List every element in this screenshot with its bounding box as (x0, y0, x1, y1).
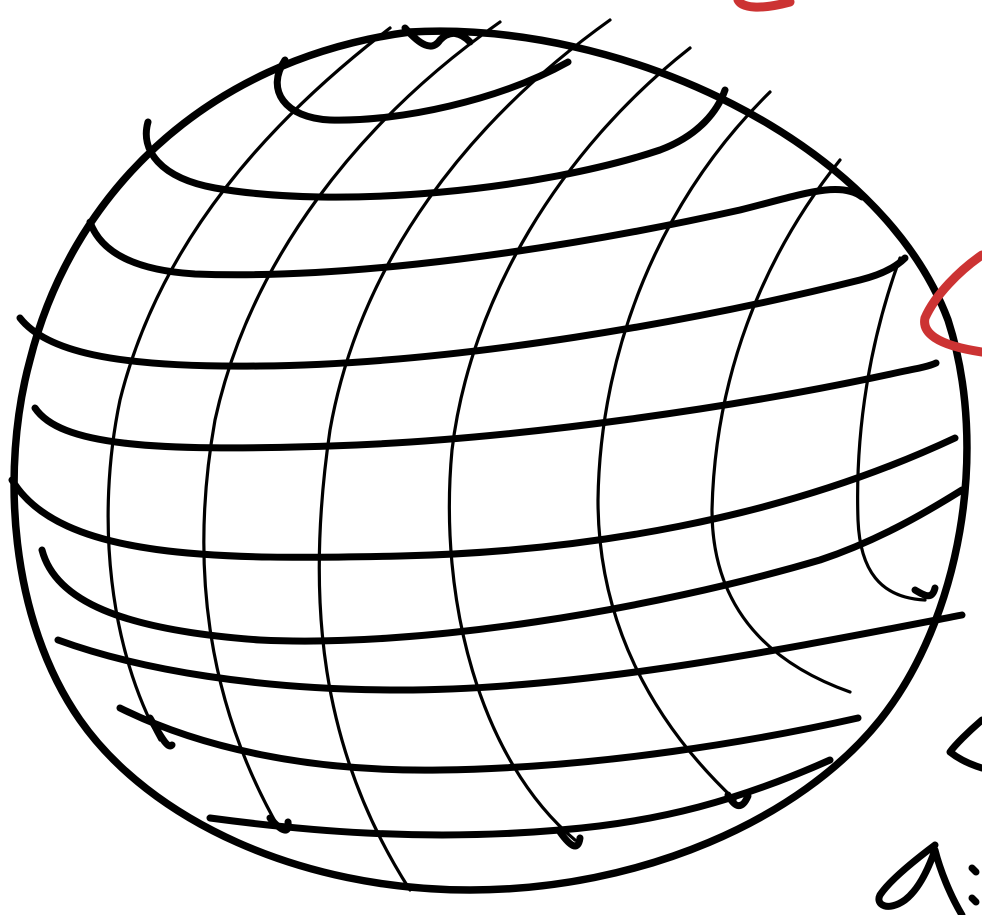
latitude-line (12, 438, 955, 557)
latitude-line (210, 760, 830, 835)
latitude-line (90, 189, 862, 274)
partial-alpha-glyph (879, 845, 962, 915)
partial-colon-glyph (972, 868, 976, 902)
partial-glyphs (879, 720, 982, 915)
red-top-fragment (738, 0, 790, 7)
longitude-line (598, 92, 770, 800)
longitude-line (858, 258, 925, 600)
latitude-line (42, 490, 962, 641)
longitude-line (712, 160, 850, 692)
partial-angle-glyph (950, 720, 982, 768)
latitude-line (35, 363, 936, 448)
latitude-lines (12, 60, 962, 835)
latitude-line (20, 258, 905, 366)
pen-flick (915, 588, 935, 596)
longitude-line (319, 20, 610, 890)
longitude-line (108, 28, 390, 740)
longitude-line (449, 48, 690, 840)
